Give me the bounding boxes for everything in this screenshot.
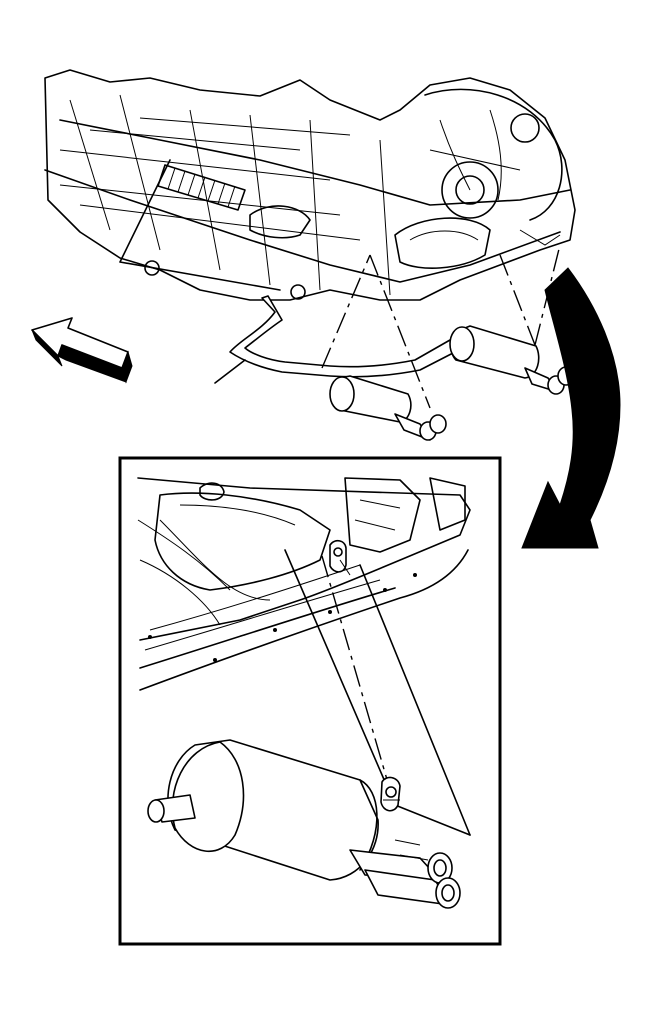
hanger-bolt <box>144 260 160 276</box>
inset-callout-lines <box>284 549 471 836</box>
inset-bracket-hardware <box>199 477 466 553</box>
right-frame-rail <box>59 119 571 206</box>
inset-muffler <box>147 739 461 909</box>
floor-pan-outline <box>44 69 576 301</box>
upper-exhaust-insulator <box>329 539 351 576</box>
inset-rivets <box>148 573 417 662</box>
fuel-tank <box>394 217 491 269</box>
view-transition-arrow-icon <box>521 267 621 549</box>
right-muffler <box>449 325 575 395</box>
lower-exhaust-insulator <box>380 776 401 812</box>
left-frame-rail <box>44 169 561 283</box>
forward-direction-arrow-icon <box>31 317 133 384</box>
left-muffler <box>329 375 447 441</box>
cross-members <box>59 94 391 296</box>
inset-heat-shield <box>154 492 331 591</box>
overview-underbody <box>31 69 621 549</box>
hanger-bolt <box>290 284 306 300</box>
overview-callout-lines <box>119 159 561 409</box>
exhaust-pipe <box>229 295 461 378</box>
rear-wheel-well <box>424 88 563 221</box>
detail-inset <box>118 456 502 946</box>
